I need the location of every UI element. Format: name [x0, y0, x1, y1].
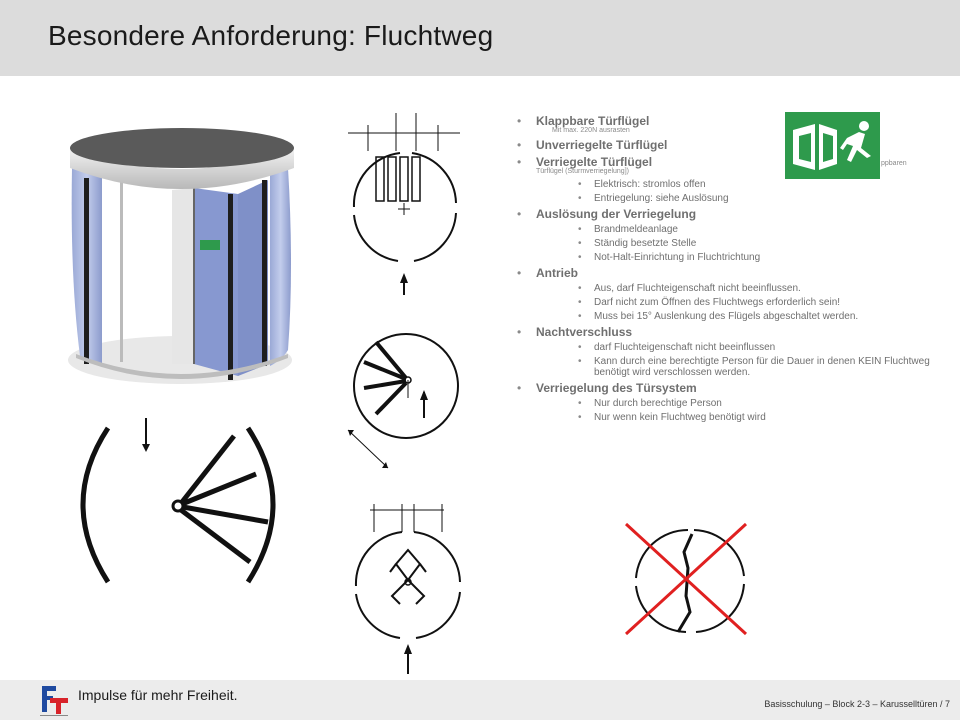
header-bar [0, 0, 960, 76]
sub-bullet-item: Aus, darf Fluchteigenschaft nicht beeinf… [514, 283, 934, 294]
bullet-note: Türflügel (Sturmverriegelung]) [536, 168, 629, 175]
footer-bar [0, 680, 960, 720]
sub-bullet-item: Brandmeldeanlage [514, 224, 934, 235]
page-title: Besondere Anforderung: Fluchtweg [48, 20, 494, 51]
large-floorplan-diagram [80, 418, 276, 584]
emergency-exit-sign [785, 112, 880, 179]
crossed-out-diagram [624, 522, 748, 636]
bullet-item: Klappbare Türflügel [514, 114, 934, 128]
sub-bullet-item: Entriegelung: siehe Auslösung [514, 193, 934, 204]
bullet-item: Unverriegelte Türflügel [514, 138, 934, 152]
sub-bullet-item: Ständig besetzte Stelle [514, 238, 934, 249]
sub-bullet-item: Darf nicht zum Öffnen des Fluchtwegs erf… [514, 297, 934, 308]
bullet-item: Auslösung der Verriegelung [514, 207, 934, 221]
bullet-item: Antrieb [514, 266, 934, 280]
bullet-item: Verriegelung des Türsystem [514, 381, 934, 395]
floorplan-diagram-klappbar [347, 333, 460, 469]
company-logo [40, 686, 68, 716]
sub-bullet-item: Muss bei 15° Auslenkung des Flügels abge… [514, 311, 934, 322]
bullet-note: Mit max. 220N ausrasten [552, 127, 630, 134]
footer-slogan: Impulse für mehr Freiheit. [78, 687, 238, 703]
floorplan-diagram-unverriegelt [354, 504, 461, 674]
sub-bullet-item: Not-Halt-Einrichtung in Fluchtrichtung [514, 252, 934, 263]
floorplan-diagram-sturmverriegelung [348, 113, 460, 295]
sub-bullet-item: Kann durch eine berechtigte Person für d… [514, 356, 934, 378]
revolving-door-illustration [68, 128, 294, 384]
footer-course-note: Basisschulung – Block 2-3 – Karusselltür… [764, 699, 950, 709]
sub-bullet-item: Nur durch berechtige Person [514, 398, 934, 409]
exit-sign-overflow-text: ppbaren [881, 160, 907, 167]
sub-bullet-item: darf Fluchteigenschaft nicht beeinflusse… [514, 342, 934, 353]
bullet-item: Verriegelte Türflügel [514, 155, 934, 169]
sub-bullet-item: Nur wenn kein Fluchtweg benötigt wird [514, 412, 934, 423]
bullet-item: Nachtverschluss [514, 325, 934, 339]
sub-bullet-item: Elektrisch: stromlos offen [514, 179, 934, 190]
